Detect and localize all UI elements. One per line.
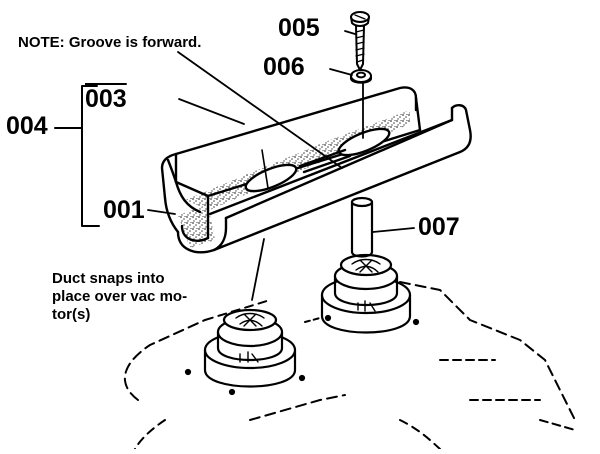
washer [350,69,372,84]
vac-motor-rear [320,253,420,334]
callout-006: 006 [263,53,305,81]
groove-note: NOTE: Groove is forward. [18,34,202,51]
callout-005: 005 [278,14,320,42]
vacuum-duct [160,86,472,254]
group-bracket [54,85,100,227]
duct-caption: Duct snaps into place over vac mo- tor(s… [52,270,187,324]
callout-004: 004 [6,112,48,140]
caption-line-1: Duct snaps into [52,270,165,287]
caption-line-3: tor(s) [52,306,91,323]
spacer-post [350,196,374,258]
machine-housing [123,281,576,450]
leader-lines [147,30,415,301]
caption-line-2: place over vac mo- [52,288,188,305]
callout-001: 001 [103,196,145,224]
screw [350,11,370,71]
callout-007: 007 [418,213,460,241]
callout-003: 003 [85,85,127,113]
vac-motor-front [184,308,306,396]
